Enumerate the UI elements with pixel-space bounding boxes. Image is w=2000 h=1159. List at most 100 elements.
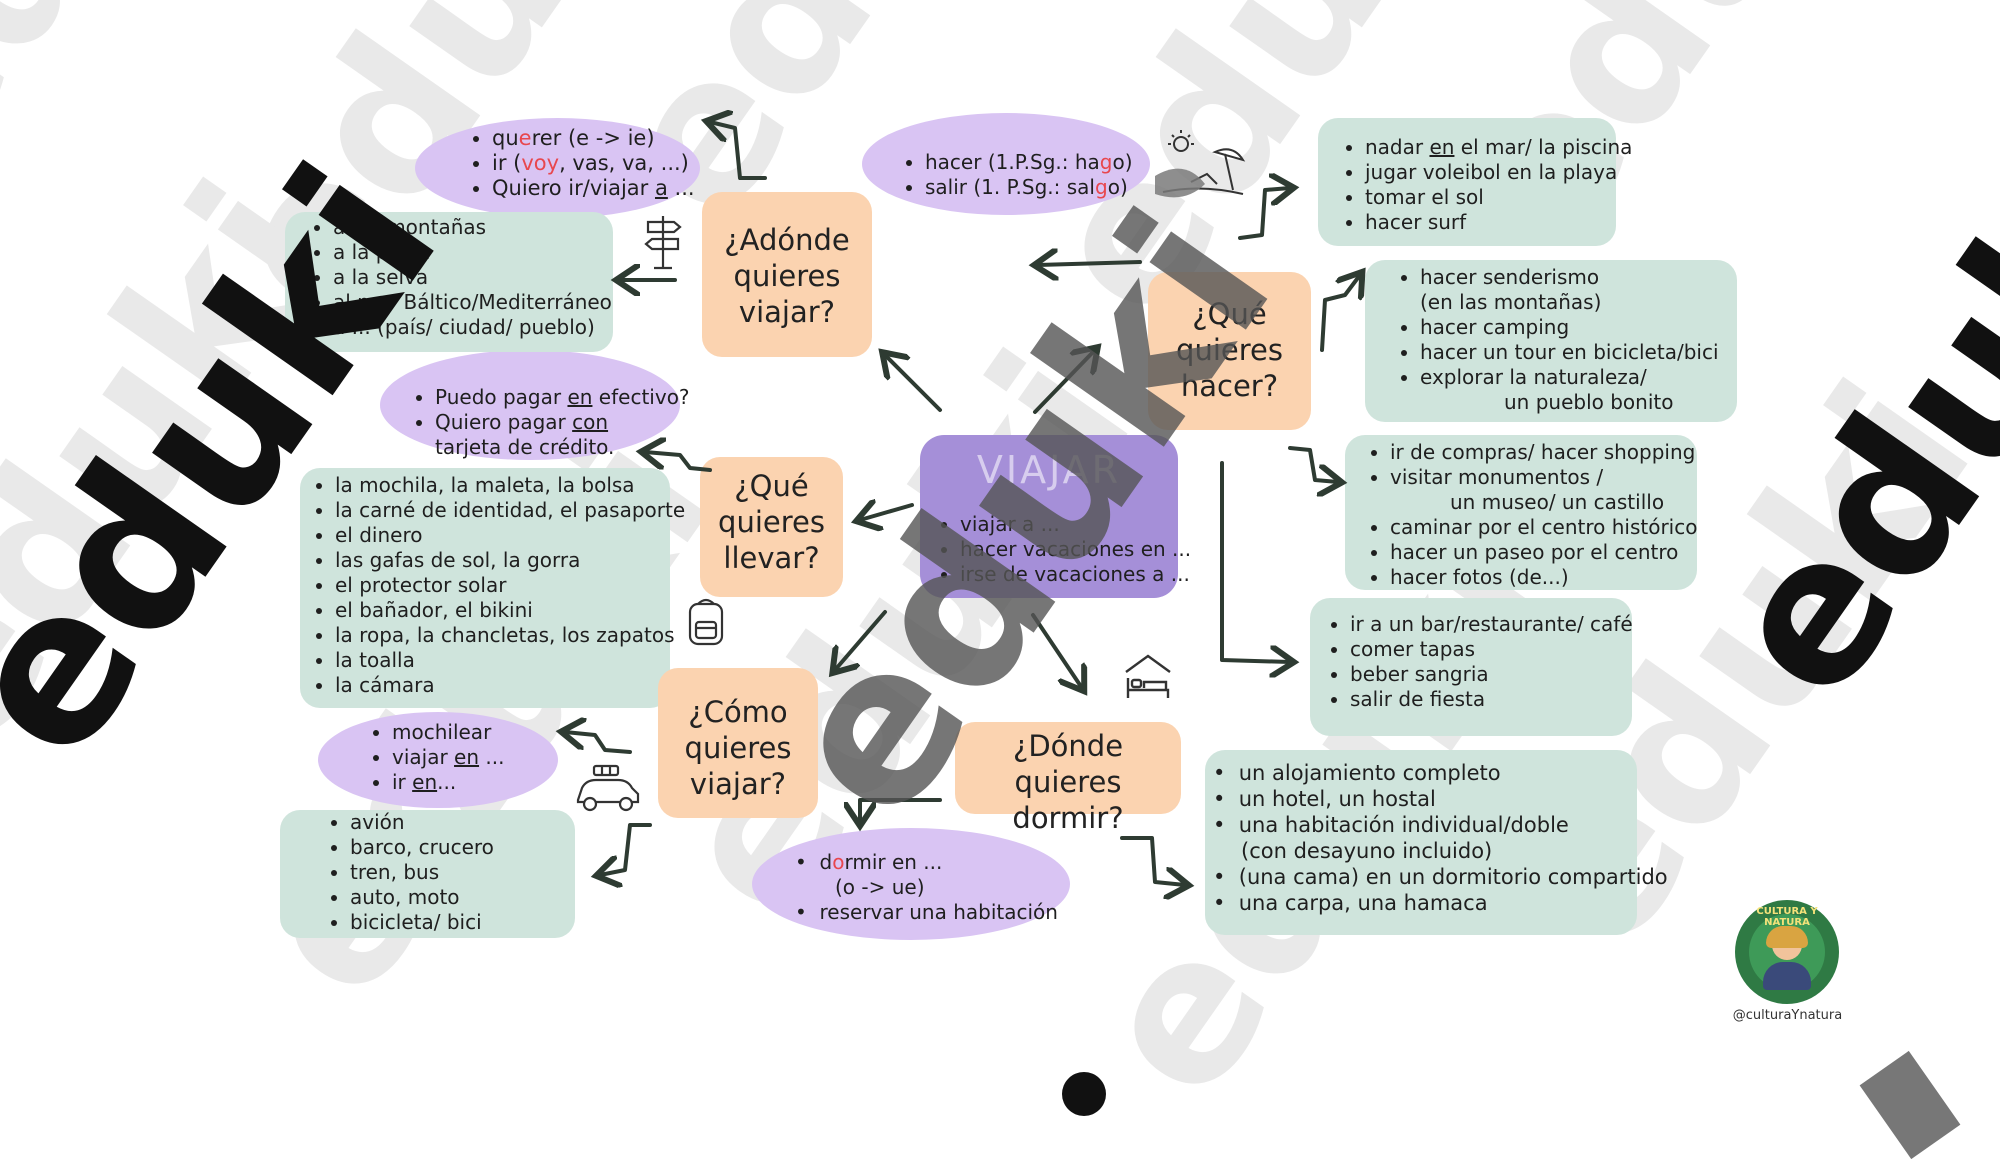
highlight: o	[832, 850, 845, 874]
list-item: • (una cama) en un dormitorio compartido	[1213, 865, 1668, 889]
como-box	[658, 668, 818, 818]
text: Quiero ir/viajar	[492, 176, 655, 200]
hacer-box	[1148, 272, 1311, 430]
list-item: bicicleta/ bici	[350, 910, 494, 935]
list-item: hacer senderismo(en las montañas)	[1420, 265, 1719, 315]
text: rer (e -> ie)	[531, 126, 655, 150]
text: viajar	[392, 745, 455, 769]
text: , vas, va, ...)	[559, 151, 689, 175]
beach-box	[1318, 118, 1616, 246]
arrow-llevar-pay	[645, 452, 712, 472]
list-item: salir (1. P.Sg.: salgo)	[925, 175, 1133, 200]
text: explorar la naturaleza/	[1420, 365, 1647, 389]
sleep-verbs-list: • dormir en ... (o -> ue) • reservar una…	[795, 850, 1058, 925]
list-item: la cámara	[335, 673, 685, 698]
list-item: al mar Báltico/Mediterráneo	[333, 290, 612, 315]
list-item: ir en...	[392, 770, 504, 795]
connector-arrows	[0, 0, 2000, 1125]
text: Puedo pagar	[435, 385, 568, 409]
list-item: • dormir en ...	[795, 850, 943, 874]
list-item: tomar el sol	[1365, 185, 1632, 210]
nightlife-box	[1310, 598, 1632, 736]
text: ...	[667, 176, 695, 200]
arrow-to-adonde	[885, 355, 942, 412]
adonde-box	[702, 192, 872, 357]
list-item: a la selva	[333, 265, 612, 290]
destinations-list: a las montañas a la playa a la selva al …	[303, 215, 612, 340]
do-verbs-blob	[862, 113, 1150, 215]
beach-list: nadar en el mar/ la piscina jugar voleib…	[1335, 135, 1632, 235]
list-item: ir de compras/ hacer shopping	[1390, 440, 1697, 465]
question-como: ¿Cómo quieres viajar?	[684, 695, 792, 801]
highlight: e	[518, 126, 532, 150]
arrow-como-howverbs	[565, 732, 632, 754]
text: o)	[1112, 150, 1133, 174]
list-item: comer tapas	[1350, 637, 1633, 662]
arrow-to-como	[835, 610, 887, 670]
city-list: ir de compras/ hacer shopping visitar mo…	[1360, 440, 1697, 590]
list-subitem: (con desayuno incluido)	[1241, 839, 1493, 863]
list-item: el protector solar	[335, 573, 685, 598]
list-item: hacer fotos (de...)	[1390, 565, 1697, 590]
arrow-hacer-nightlife	[1220, 461, 1290, 662]
list-item: • un hotel, un hostal	[1213, 787, 1436, 811]
cultura-y-natura-logo: CULTURA Y NATURA	[1735, 900, 1839, 1004]
text: el mar/ la piscina	[1454, 135, 1633, 159]
underlined: con	[572, 410, 609, 434]
arrow-como-transport	[600, 823, 652, 875]
list-item: el dinero	[335, 523, 685, 548]
underlined: en	[454, 745, 480, 769]
bring-box	[300, 468, 670, 708]
list-item: • una habitación individual/doble	[1213, 813, 1569, 837]
text: nadar	[1365, 135, 1430, 159]
mind-map: eduki eduki eduki eduki eduki eduki eduk…	[0, 0, 2000, 1125]
dormir-box	[955, 722, 1181, 814]
center-list: viajar a ... hacer vacaciones en ... irs…	[930, 512, 1191, 587]
arrow-adonde-querer	[710, 122, 767, 180]
pay-list: Puedo pagar en efectivo? Quiero pagar co…	[405, 385, 690, 460]
arrow-dormir-lodging	[1120, 836, 1185, 885]
text: reservar una habitación	[819, 900, 1058, 924]
text: ...	[479, 745, 505, 769]
center-item: hacer vacaciones en ...	[960, 537, 1191, 562]
backpack-icon	[688, 598, 724, 646]
text: salir (1. P.Sg.: sal	[925, 175, 1095, 199]
text: un hotel, un hostal	[1238, 787, 1436, 811]
mountain-box	[1365, 260, 1737, 422]
lodging-list: • un alojamiento completo • un hotel, un…	[1213, 760, 1668, 916]
verb-item: ir (voy, vas, va, ...)	[492, 151, 695, 176]
list-item: hacer (1.P.Sg.: hago)	[925, 150, 1133, 175]
underlined: en	[567, 385, 593, 409]
list-item: hacer un tour en bicicleta/bici	[1420, 340, 1719, 365]
list-item: a las montañas	[333, 215, 612, 240]
list-item: viajar en ...	[392, 745, 504, 770]
center-item: viajar a ...	[960, 512, 1191, 537]
list-item: • reservar una habitación	[795, 900, 1058, 924]
text: ir	[392, 770, 413, 794]
question-llevar: ¿Qué quieres llevar?	[718, 469, 825, 575]
list-item: nadar en el mar/ la piscina	[1365, 135, 1632, 160]
text: Quiero pagar	[435, 410, 573, 434]
arrow-hacer-do	[1038, 262, 1142, 265]
arrow-hacer-mountain	[1320, 275, 1360, 352]
transport-list: avión barco, crucero tren, bus auto, mot…	[320, 810, 494, 935]
text: un museo/ un castillo	[1450, 490, 1665, 514]
text: (en las montañas)	[1420, 290, 1602, 314]
text: una carpa, una hamaca	[1238, 891, 1488, 915]
list-item: avión	[350, 810, 494, 835]
querer-verbs-list: querer (e -> ie) ir (voy, vas, va, ...) …	[462, 126, 695, 201]
nightlife-list: ir a un bar/restaurante/ café comer tapa…	[1320, 612, 1633, 712]
car-icon	[576, 764, 640, 812]
text: una habitación individual/doble	[1238, 813, 1569, 837]
list-item: la toalla	[335, 648, 685, 673]
list-item: la ropa, la chancletas, los zapatos	[335, 623, 685, 648]
text: d	[819, 850, 833, 874]
underlined: en	[1429, 135, 1455, 159]
underlined: a	[654, 176, 668, 200]
arrow-hacer-beach	[1238, 188, 1290, 240]
list-item: caminar por el centro histórico	[1390, 515, 1697, 540]
arrow-dormir-sleep	[860, 798, 942, 822]
center-item: irse de vacaciones a ...	[960, 562, 1191, 587]
sleep-verbs-blob	[752, 828, 1070, 940]
text: un pueblo bonito	[1504, 390, 1674, 414]
